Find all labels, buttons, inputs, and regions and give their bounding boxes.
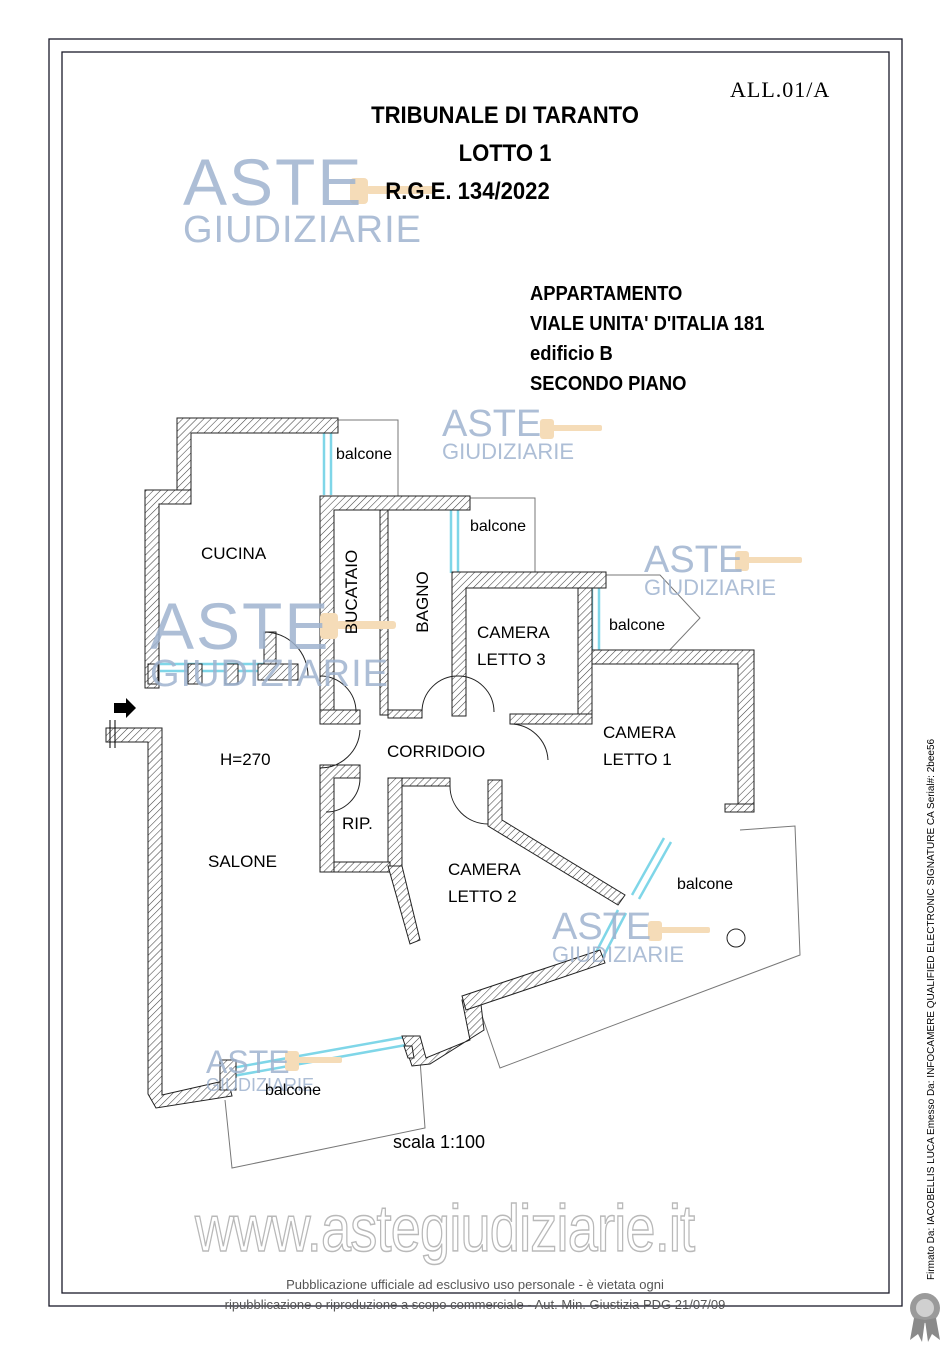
footer-line-2: ripubblicazione o riproduzione a scopo c… (224, 1297, 726, 1312)
room-label-corridoio: CORRIDOIO (387, 742, 486, 761)
watermark-aste-1: ASTE GIUDIZIARIE (183, 145, 423, 251)
room-label-camera3-line2: LETTO 3 (477, 650, 546, 669)
title-line-3: R.G.E. 134/2022 (385, 178, 550, 205)
watermark-url: www.astegiudiziarie.it (194, 1190, 695, 1266)
room-label-camera1-line1: CAMERA (603, 723, 676, 742)
gavel-watermark-icon (285, 178, 802, 1071)
room-label-bagno: BAGNO (413, 571, 432, 633)
inner-frame (61, 51, 890, 1294)
property-building: edificio B (530, 343, 613, 365)
room-label-rip: RIP. (342, 814, 373, 833)
scale-label: scala 1:100 (393, 1132, 486, 1152)
outer-frame (48, 38, 903, 1307)
seal-rosette-icon (910, 1293, 940, 1342)
room-label-camera3-line1: CAMERA (477, 623, 550, 642)
watermark-aste-3: ASTE GIUDIZIARIE (644, 539, 777, 600)
digital-signature-text: Firmato Da: IACOBELLIS LUCA Emesso Da: I… (926, 738, 937, 1280)
property-type: APPARTAMENTO (530, 283, 683, 305)
property-floor: SECONDO PIANO (530, 373, 687, 395)
title-line-1: TRIBUNALE DI TARANTO (371, 102, 639, 129)
property-address: VIALE UNITA' D'ITALIA 181 (530, 313, 765, 335)
balcony-label-3: balcone (609, 617, 666, 634)
watermark-aste-5: ASTE GIUDIZIARIE (552, 906, 685, 967)
room-label-camera1-line2: LETTO 1 (603, 750, 672, 769)
walls (105, 417, 755, 1109)
room-label-camera2-line1: CAMERA (448, 860, 521, 879)
room-label-bucataio: BUCATAIO (342, 549, 361, 635)
balcony-label-4: balcone (677, 876, 734, 893)
watermark-aste-6: ASTE GIUDIZIARIE (206, 1044, 315, 1095)
balcony-label-2: balcone (470, 518, 527, 535)
room-label-height: H=270 (220, 750, 271, 769)
watermark-aste-4: ASTE GIUDIZIARIE (150, 589, 390, 695)
balcony-label-5: balcone (265, 1082, 322, 1099)
balcony-outlines (224, 419, 801, 1169)
entrance-arrow-icon (109, 698, 136, 748)
door-swings (263, 631, 549, 825)
watermark-aste-2: ASTE GIUDIZIARIE (442, 403, 575, 464)
attachment-reference: ALL.01/A (730, 77, 831, 102)
footer-line-1: Pubblicazione ufficiale ad esclusivo uso… (286, 1277, 664, 1292)
title-line-2: LOTTO 1 (458, 140, 552, 167)
room-label-cucina: CUCINA (201, 544, 267, 563)
room-label-salone: SALONE (208, 852, 277, 871)
balcony-label-1: balcone (336, 446, 393, 463)
room-label-camera2-line2: LETTO 2 (448, 887, 517, 906)
drain-circle (726, 928, 746, 948)
